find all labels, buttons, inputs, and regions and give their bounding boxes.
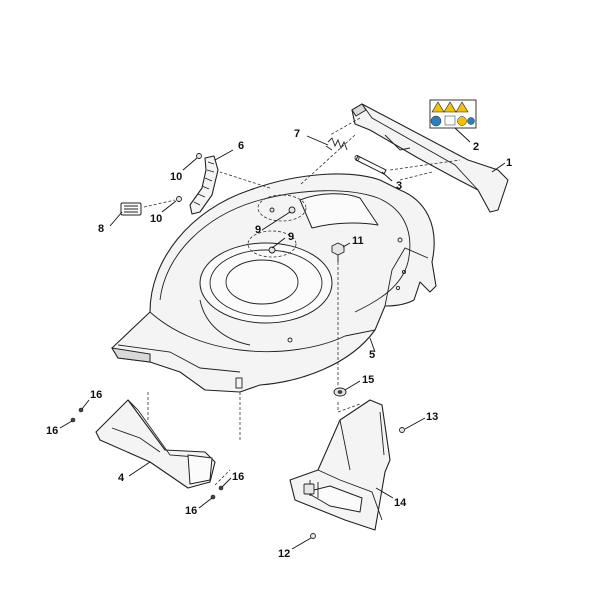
- callout-8: 8: [98, 223, 104, 235]
- callout-1: 1: [506, 157, 512, 169]
- callout-10a: 10: [170, 171, 182, 183]
- nut-15: [333, 387, 347, 397]
- callout-11: 11: [352, 235, 364, 247]
- screw-10b: [176, 196, 182, 202]
- screw-10a: [196, 153, 202, 159]
- callout-3: 3: [396, 180, 402, 192]
- callout-14: 14: [394, 497, 407, 509]
- callout-16c: 16: [232, 471, 244, 483]
- torsion-spring: [325, 137, 348, 151]
- callout-13: 13: [426, 411, 438, 423]
- callout-labels: 1 2 3 4 5 6 7 8 9 9 10 10 11 12 13 14 15…: [46, 128, 512, 560]
- pin-9a: [257, 194, 307, 222]
- pivot-rod: [354, 155, 387, 175]
- callout-5: 5: [369, 349, 375, 361]
- callout-6: 6: [238, 140, 244, 152]
- callout-7: 7: [294, 128, 300, 140]
- screw-12: [310, 533, 316, 539]
- side-discharge-cover: [289, 399, 391, 531]
- callout-9a: 9: [255, 224, 261, 236]
- callout-16b: 16: [46, 425, 58, 437]
- callout-16d: 16: [185, 505, 197, 517]
- mower-deck-housing: [111, 173, 437, 393]
- bolt-11: [331, 242, 345, 262]
- cap-plug: [120, 202, 142, 216]
- callout-16a: 16: [90, 389, 102, 401]
- screw-13: [399, 427, 405, 433]
- callout-12: 12: [278, 548, 290, 560]
- leader-lines: [59, 127, 506, 550]
- callout-2: 2: [473, 141, 479, 153]
- callout-10b: 10: [150, 213, 162, 225]
- warning-label-sticker: [429, 99, 477, 129]
- callout-9b: 9: [288, 231, 294, 243]
- callout-15: 15: [362, 374, 374, 386]
- pin-9b: [247, 230, 297, 258]
- height-adjuster-rack: [189, 155, 219, 215]
- callout-4: 4: [118, 472, 125, 484]
- assembly-lines: [143, 117, 461, 486]
- rear-flap-bracket: [351, 103, 509, 213]
- front-skirt: [95, 399, 216, 489]
